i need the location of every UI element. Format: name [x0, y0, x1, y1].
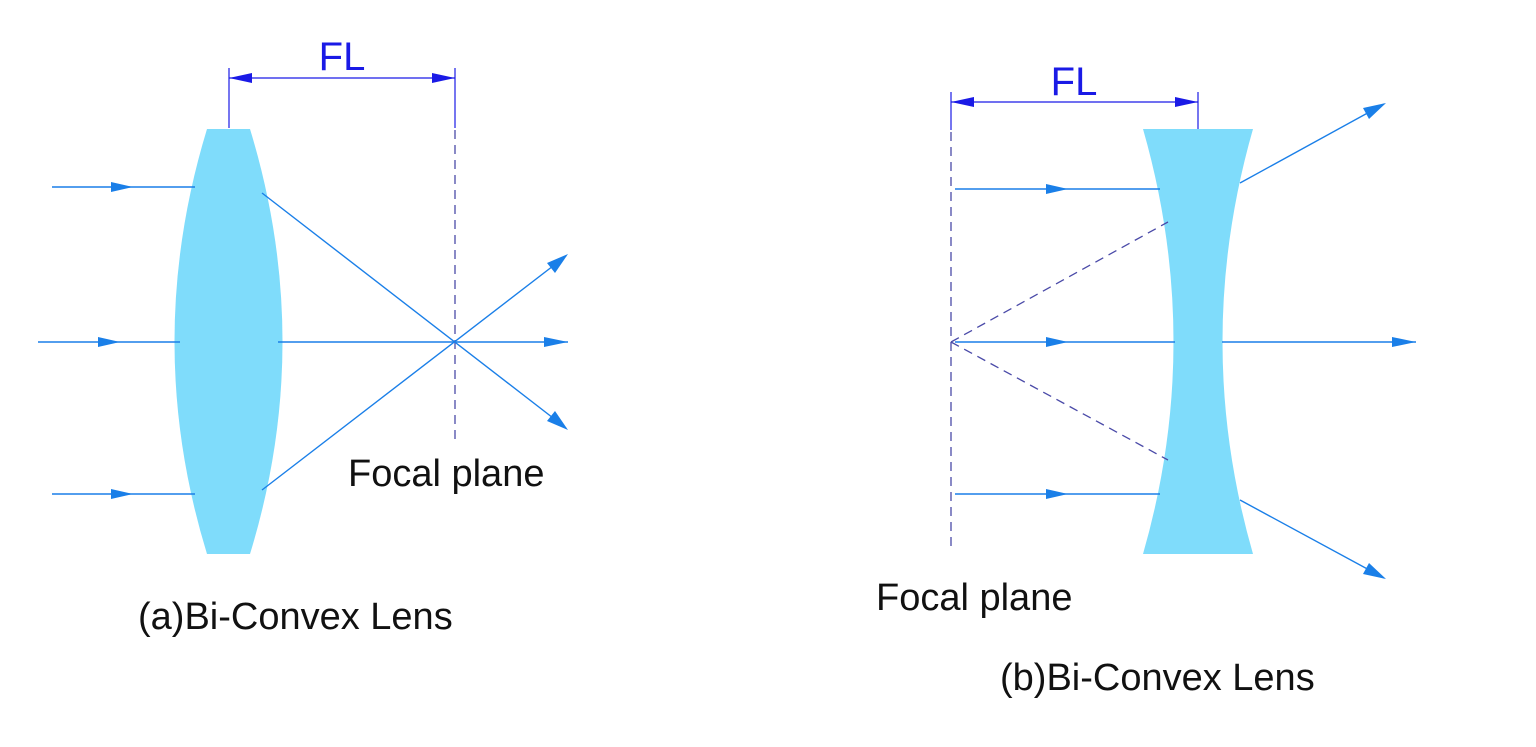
- ray-arrow-top-a: [111, 182, 133, 192]
- refracted-arrow-bottom-a: [547, 254, 568, 273]
- ray-arrow-bottom-b: [1046, 489, 1068, 499]
- virtual-ray-top-b: [950, 221, 1169, 343]
- diverging-arrow-top-b: [1363, 103, 1386, 119]
- fl-dimension-a: FL: [228, 35, 456, 128]
- axis-arrow-b: [1392, 337, 1416, 347]
- biconvex-lens-a: [174, 129, 283, 554]
- refracted-arrow-top-a: [547, 411, 568, 430]
- diagram-a: FL Focal plane (a)Bi-Convex Lens: [38, 35, 568, 638]
- ray-arrow-top-b: [1046, 184, 1068, 194]
- biconcave-lens-b: [1143, 129, 1253, 554]
- axis-arrow-a: [544, 337, 568, 347]
- fl-label-a: FL: [319, 35, 366, 79]
- caption-a: (a)Bi-Convex Lens: [138, 596, 453, 638]
- diverging-ray-top-b: [1239, 103, 1385, 184]
- ray-arrow-bottom-a: [111, 489, 133, 499]
- diagram-b: FL Focal plane (b)Bi-Convex Lens: [876, 60, 1416, 699]
- fl-arrow-right-a: [432, 73, 455, 83]
- fl-arrow-right-b: [1175, 97, 1198, 107]
- fl-dimension-b: FL: [950, 60, 1199, 130]
- fl-label-b: FL: [1051, 60, 1098, 104]
- ray-arrow-mid-a: [98, 337, 120, 347]
- ray-arrow-mid-b: [1046, 337, 1068, 347]
- focal-plane-label-a: Focal plane: [348, 453, 544, 495]
- refracted-ray-bottom-a: [261, 255, 567, 491]
- focal-plane-label-b: Focal plane: [876, 577, 1072, 619]
- virtual-ray-bottom-b: [950, 341, 1169, 461]
- diverging-arrow-bottom-b: [1363, 563, 1386, 579]
- caption-b: (b)Bi-Convex Lens: [1000, 657, 1315, 699]
- refracted-ray-top-a: [261, 192, 567, 429]
- diverging-ray-bottom-b: [1239, 499, 1385, 579]
- fl-arrow-left-a: [229, 73, 252, 83]
- fl-arrow-left-b: [951, 97, 974, 107]
